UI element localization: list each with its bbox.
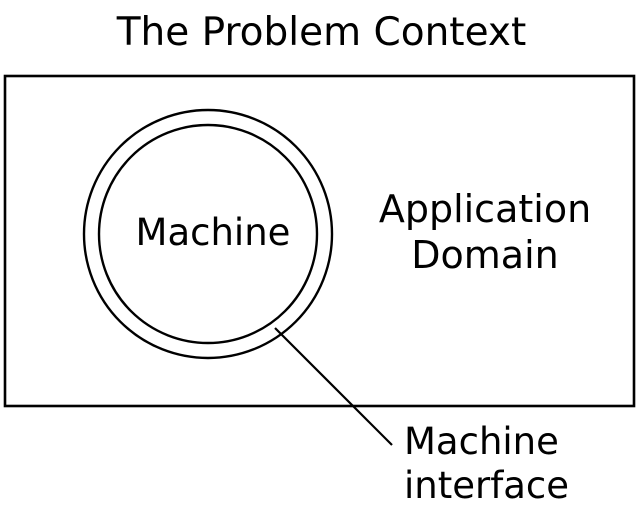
machine-interface-label: Machine interface <box>404 420 569 508</box>
diagram-title: The Problem Context <box>116 10 527 55</box>
machine-inner-circle <box>97 123 319 345</box>
application-domain-label-line2: Domain <box>411 233 559 277</box>
machine-outer-circle <box>82 108 334 360</box>
machine-interface-label-line2: interface <box>404 464 570 507</box>
application-domain-label: Application Domain <box>359 186 611 278</box>
application-domain-label-line1: Application <box>378 187 592 231</box>
machine-label: Machine <box>135 211 291 254</box>
context-box-rectangle <box>3 74 636 408</box>
machine-interface-leader-line <box>274 327 393 446</box>
machine-interface-label-line1: Machine <box>404 420 559 463</box>
